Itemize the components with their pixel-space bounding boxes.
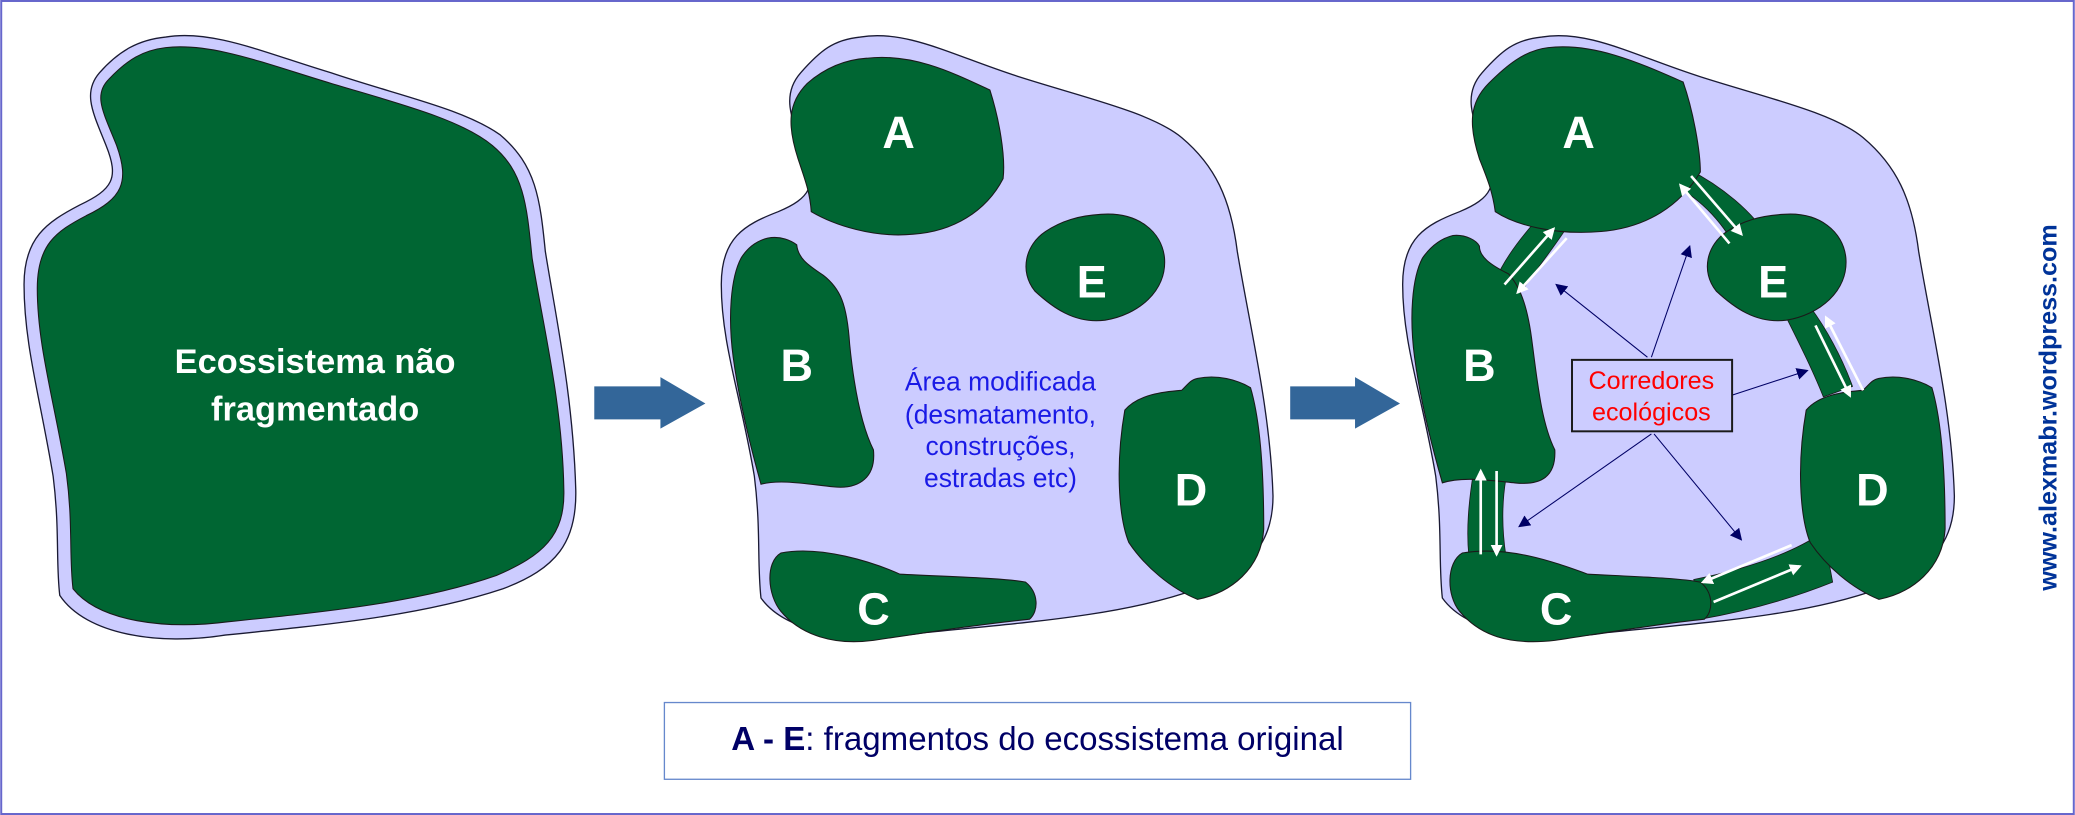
fragment-b (730, 236, 875, 488)
modified-area-label-line2: (desmatamento, (905, 399, 1096, 429)
pointer-to-corridor-b-c (1518, 433, 1652, 528)
corridors-fragment-b-label: B (1463, 340, 1495, 391)
corridors-label-line1: Corredores (1589, 367, 1715, 395)
fragment-e (1025, 213, 1166, 322)
flow-arrow-d-to-c (1700, 543, 1793, 584)
corridors-fragment-e-label: E (1758, 257, 1788, 308)
caption-legend: A - E: fragmentos do ecossistema origina… (663, 701, 1412, 780)
fragment-c (769, 550, 1037, 643)
intact-ecosystem-label-line2: fragmentado (211, 391, 419, 429)
flow-arrow-d-to-e (1824, 315, 1865, 391)
panel-intact-ecosystem: Ecossistema não fragmentado (23, 34, 577, 640)
fragment-d (1118, 376, 1265, 600)
modified-area-label-line4: estradas etc) (924, 463, 1077, 493)
intact-ecosystem-label-line1: Ecossistema não (175, 343, 456, 381)
watermark-url: www.alexmabr.wordpress.com (2034, 224, 2062, 591)
corridors-fragment-a (1471, 46, 1701, 233)
caption-text: A - E: fragmentos do ecossistema origina… (731, 721, 1344, 758)
fragment-b-label: B (780, 340, 812, 391)
caption-description: : fragmentos do ecossistema original (805, 721, 1343, 758)
corridor-pointers (1518, 244, 1809, 541)
corridors-fragment-d-label: D (1856, 464, 1888, 515)
corridor-d-c (1693, 531, 1834, 620)
corridor-flow-arrows (1474, 175, 1865, 604)
modified-area-label-line3: construções, (925, 431, 1075, 461)
pointer-to-corridor-a-b (1555, 283, 1648, 358)
fragment-a-label: A (882, 107, 914, 158)
caption-box (663, 701, 1412, 780)
corridors-fragment-c-label: C (1540, 583, 1572, 634)
flow-arrow-e-to-d (1814, 324, 1852, 398)
fragment-e-label: E (1077, 257, 1107, 308)
fragment-d-label: D (1175, 464, 1207, 515)
transition-arrow-2 (1290, 377, 1401, 429)
panel-ecological-corridors: A B C D E (1402, 34, 1956, 643)
flow-arrow-b-to-a (1503, 227, 1556, 286)
pointer-to-corridor-d-c (1653, 433, 1743, 541)
corridors-fragment-e (1706, 213, 1847, 322)
pointer-to-corridor-a-e (1650, 244, 1692, 358)
intact-forest (36, 46, 565, 626)
flow-arrow-e-to-a (1678, 183, 1731, 245)
corridors-label-line2: ecológicos (1592, 399, 1711, 427)
flow-arrow-c-to-d (1713, 564, 1802, 604)
pointer-to-corridor-e-d (1726, 368, 1809, 398)
corridors-fragment-b (1411, 234, 1556, 484)
flow-arrow-a-to-e (1690, 175, 1743, 236)
modified-area-label-line1: Área modificada (905, 366, 1096, 396)
corridors-label-box (1571, 358, 1734, 433)
fragment-a (790, 56, 1005, 236)
transition-arrow-1 (594, 377, 706, 429)
fragment-c-label: C (857, 583, 889, 634)
corridor-e-d (1785, 306, 1854, 398)
caption-bold-range: A - E (731, 721, 805, 758)
flow-arrow-a-to-b (1516, 237, 1568, 295)
panel-fragmented-ecosystem: A B C D E Área modificada (desmatamento,… (720, 34, 1274, 643)
corridors-fragment-a-label: A (1562, 107, 1594, 158)
corridor-b-c (1467, 475, 1507, 557)
corridors-fragment-c (1449, 550, 1712, 643)
